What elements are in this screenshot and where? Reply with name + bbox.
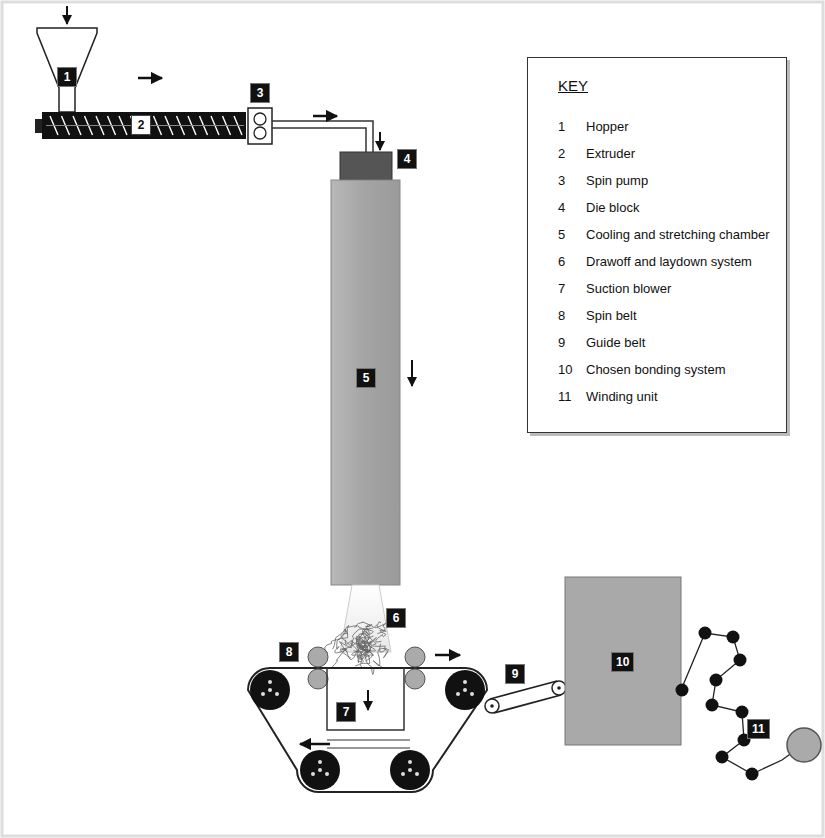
key-part-name: Chosen bonding system — [586, 362, 770, 381]
callout-number: 5 — [363, 371, 370, 385]
callout-number: 3 — [250, 83, 270, 103]
key-number: 8 — [558, 308, 586, 327]
callout-number: 8 — [279, 642, 299, 662]
key-part-name: Spin pump — [586, 173, 770, 192]
key-number: 2 — [558, 146, 586, 165]
key-number: 6 — [558, 254, 586, 273]
key-part-name: Drawoff and laydown system — [586, 254, 770, 273]
callout-number: 7 — [343, 705, 350, 719]
feed-arrow — [66, 6, 68, 24]
pump-gear — [254, 113, 266, 125]
callout-number: 9 — [512, 667, 519, 681]
melt-pipe — [272, 121, 373, 152]
suction-duct — [327, 740, 410, 748]
nip-roll — [308, 647, 328, 667]
key-number: 4 — [558, 200, 586, 219]
web-path — [681, 633, 800, 774]
flow-arrow — [379, 132, 381, 150]
callout-number: 3 — [257, 86, 264, 100]
flow-arrow — [435, 654, 460, 657]
spin-pump — [248, 108, 272, 144]
flow-arrow — [411, 360, 413, 386]
callout-number: 11 — [747, 719, 770, 739]
extruder-end — [35, 119, 43, 133]
extruder-screw — [46, 116, 244, 135]
drawoff-cone — [340, 585, 391, 652]
callout-number: 4 — [397, 149, 417, 169]
laid-fibres — [325, 622, 389, 675]
key-part-name: Suction blower — [586, 281, 770, 300]
callout-number: 11 — [752, 722, 765, 736]
key-number: 1 — [558, 119, 586, 138]
key-part-name: Extruder — [586, 146, 770, 165]
callout-number: 5 — [356, 368, 376, 388]
bonding-system — [565, 577, 681, 745]
hopper — [37, 28, 97, 112]
key-number: 5 — [558, 227, 586, 246]
nip-roll — [405, 647, 425, 667]
pump-gear — [254, 127, 266, 139]
callout-number: 2 — [138, 118, 145, 132]
key-box: KEY 1Hopper2Extruder3Spin pump4Die block5… — [527, 57, 787, 433]
guide-belt — [490, 681, 561, 713]
key-number: 10 — [558, 362, 586, 381]
key-part-name: Guide belt — [586, 335, 770, 354]
key-number: 3 — [558, 173, 586, 192]
spin-belt — [248, 668, 487, 792]
guide-roller — [552, 681, 566, 695]
callout-number: 1 — [64, 70, 71, 84]
winding-rollers — [676, 627, 759, 781]
callout-number: 2 — [131, 115, 151, 135]
callout-number: 1 — [57, 67, 77, 87]
callout-number: 9 — [505, 664, 525, 684]
flow-arrow — [313, 115, 337, 118]
key-part-name: Die block — [586, 200, 770, 219]
die-block — [340, 152, 392, 180]
flow-arrow — [138, 77, 162, 80]
nip-roll — [405, 669, 425, 689]
callout-number: 10 — [616, 655, 629, 669]
guide-roller — [485, 699, 499, 713]
key-part-name: Cooling and stretching chamber — [586, 227, 770, 246]
callout-number: 7 — [336, 702, 356, 722]
nip-roll — [308, 669, 328, 689]
key-number: 11 — [558, 389, 586, 408]
key-number: 7 — [558, 281, 586, 300]
key-part-name: Winding unit — [586, 389, 770, 408]
flow-arrow — [300, 743, 330, 746]
wound-roll — [787, 728, 821, 762]
callout-number: 6 — [386, 608, 406, 628]
callout-number: 4 — [404, 152, 411, 166]
key-part-name: Hopper — [586, 119, 770, 138]
callout-number: 8 — [286, 645, 293, 659]
suction-box — [327, 668, 404, 730]
extruder — [42, 112, 246, 139]
key-title: KEY — [558, 78, 770, 97]
key-part-name: Spin belt — [586, 308, 770, 327]
callout-number: 6 — [393, 611, 400, 625]
key-number: 9 — [558, 335, 586, 354]
cooling-chamber — [331, 180, 400, 585]
callout-number: 10 — [611, 652, 634, 672]
flow-arrow — [367, 690, 369, 710]
